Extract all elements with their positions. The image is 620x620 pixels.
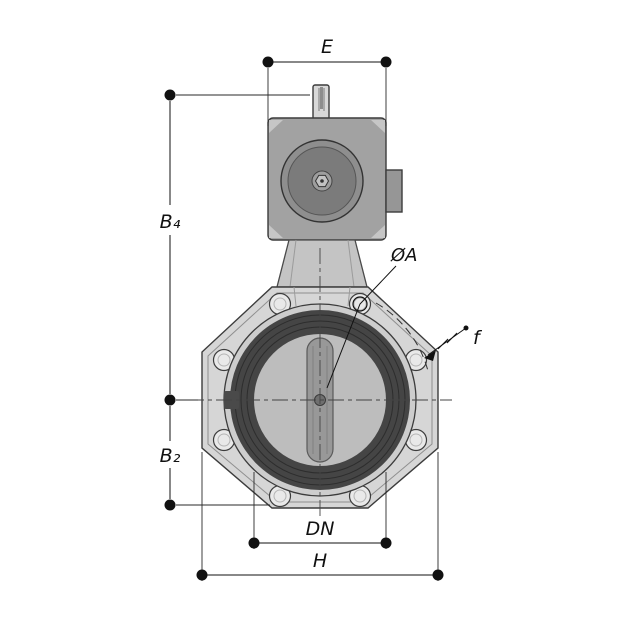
dimension-dn: DN [248,472,392,549]
bolt-hole-shade [353,297,367,311]
leader-arrowhead [424,350,436,361]
dimension-h: H [196,452,444,581]
dimension-dot [164,89,176,101]
neck-to-body-line [347,286,351,307]
dimension-dot [248,537,260,549]
bolt-hole-shade [353,489,367,503]
gearbox-corner-chamfer [371,225,385,238]
dimension-dot [164,394,176,406]
stem-slot [320,87,323,109]
dimension-dot [164,499,176,511]
dimension-label-h: H [313,550,327,572]
leader-line-dia-a [326,265,397,389]
tick-mark [446,332,458,344]
dimension-dot [380,537,392,549]
gearbox-corner-chamfer [371,120,385,133]
bolt-hole-shade [217,433,231,447]
bolt-hole-shade [409,433,423,447]
bolt-hole-marker [352,296,368,312]
bolt-hole-shade [409,353,423,367]
dimension-e: E [262,36,392,126]
dimension-label-dia-a: ØA [390,245,417,266]
dimension-label-f: f [473,327,483,349]
dimension-label-e: E [321,36,333,58]
dimension-dia-a: ØA [326,245,429,389]
leader-line-f [427,327,467,356]
bolt-circle-arc [375,302,429,372]
dimension-f: f [424,325,483,361]
bolt-hole-shade [273,297,287,311]
gearbox-corner-chamfer [269,120,283,133]
tick-mark [437,338,449,350]
gearbox-side-tab [385,169,403,213]
dimension-dot [262,56,274,68]
gearbox-center-dot [320,179,324,183]
dimension-label-b4: B₄ [160,211,181,233]
bolt-hole-shade [217,353,231,367]
gearbox-corner-chamfer [269,225,283,238]
neck-shade-line [347,239,355,288]
bolt-hole-shade [273,489,287,503]
neck-shade-line [289,239,297,288]
centerlines [188,248,452,520]
dimension-label-b2: B₂ [160,445,181,467]
dimension-dot [432,569,444,581]
valve-neck-group [276,239,368,288]
dimension-dot [380,56,392,68]
dimension-label-dn: DN [306,518,335,540]
dimension-b4-b2: B₄ B₂ [160,89,310,511]
dimension-dot [196,569,208,581]
leader-dot [463,325,469,331]
neck-to-body-line [293,286,297,307]
